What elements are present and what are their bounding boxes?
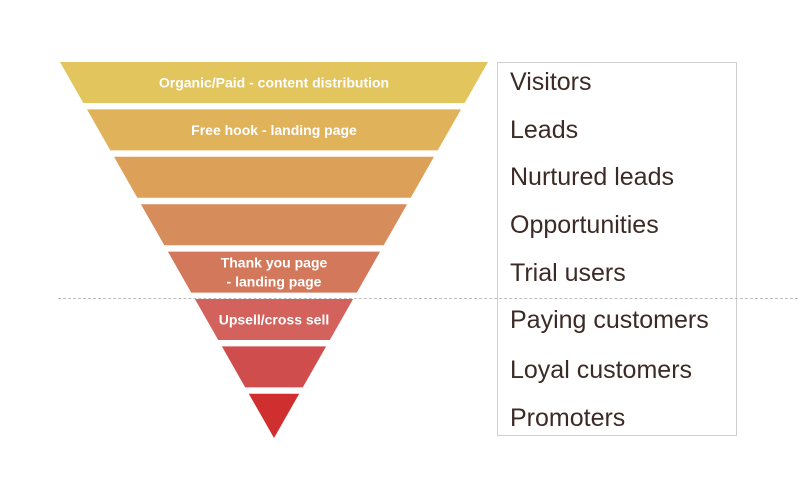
funnel-band-5-label-line-1: Thank you page: [221, 255, 328, 271]
funnel-band-7: [221, 346, 327, 388]
stage-name-loyal-customers: Loyal customers: [510, 356, 693, 384]
funnel-band-2: [87, 109, 461, 151]
stage-name-promoters: Promoters: [510, 404, 626, 432]
funnel-band-1-label: Organic/Paid - content distribution: [159, 75, 389, 91]
funnel-band-8: [248, 393, 300, 438]
funnel-band-6-label: Upsell/cross sell: [219, 312, 330, 328]
funnel-band-3: [114, 156, 434, 198]
stage-name-trial-users: Trial users: [510, 259, 626, 287]
funnel-band-5-label-line-2: - landing page: [227, 274, 322, 290]
funnel-band-1: [60, 62, 488, 103]
funnel-band-4: [140, 204, 408, 246]
stage-name-opportunities: Opportunities: [510, 211, 659, 239]
stage-legend-box: [497, 62, 737, 436]
stage-name-visitors: Visitors: [510, 68, 592, 96]
customer-divider-line: [58, 298, 798, 299]
funnel-band-2-label: Free hook - landing page: [191, 122, 357, 138]
funnel-band-5: [167, 251, 381, 293]
stage-name-paying-customers: Paying customers: [510, 306, 709, 334]
stage-name-nurtured-leads: Nurtured leads: [510, 163, 674, 191]
stage-name-leads: Leads: [510, 116, 579, 144]
funnel-band-6: [194, 299, 354, 340]
